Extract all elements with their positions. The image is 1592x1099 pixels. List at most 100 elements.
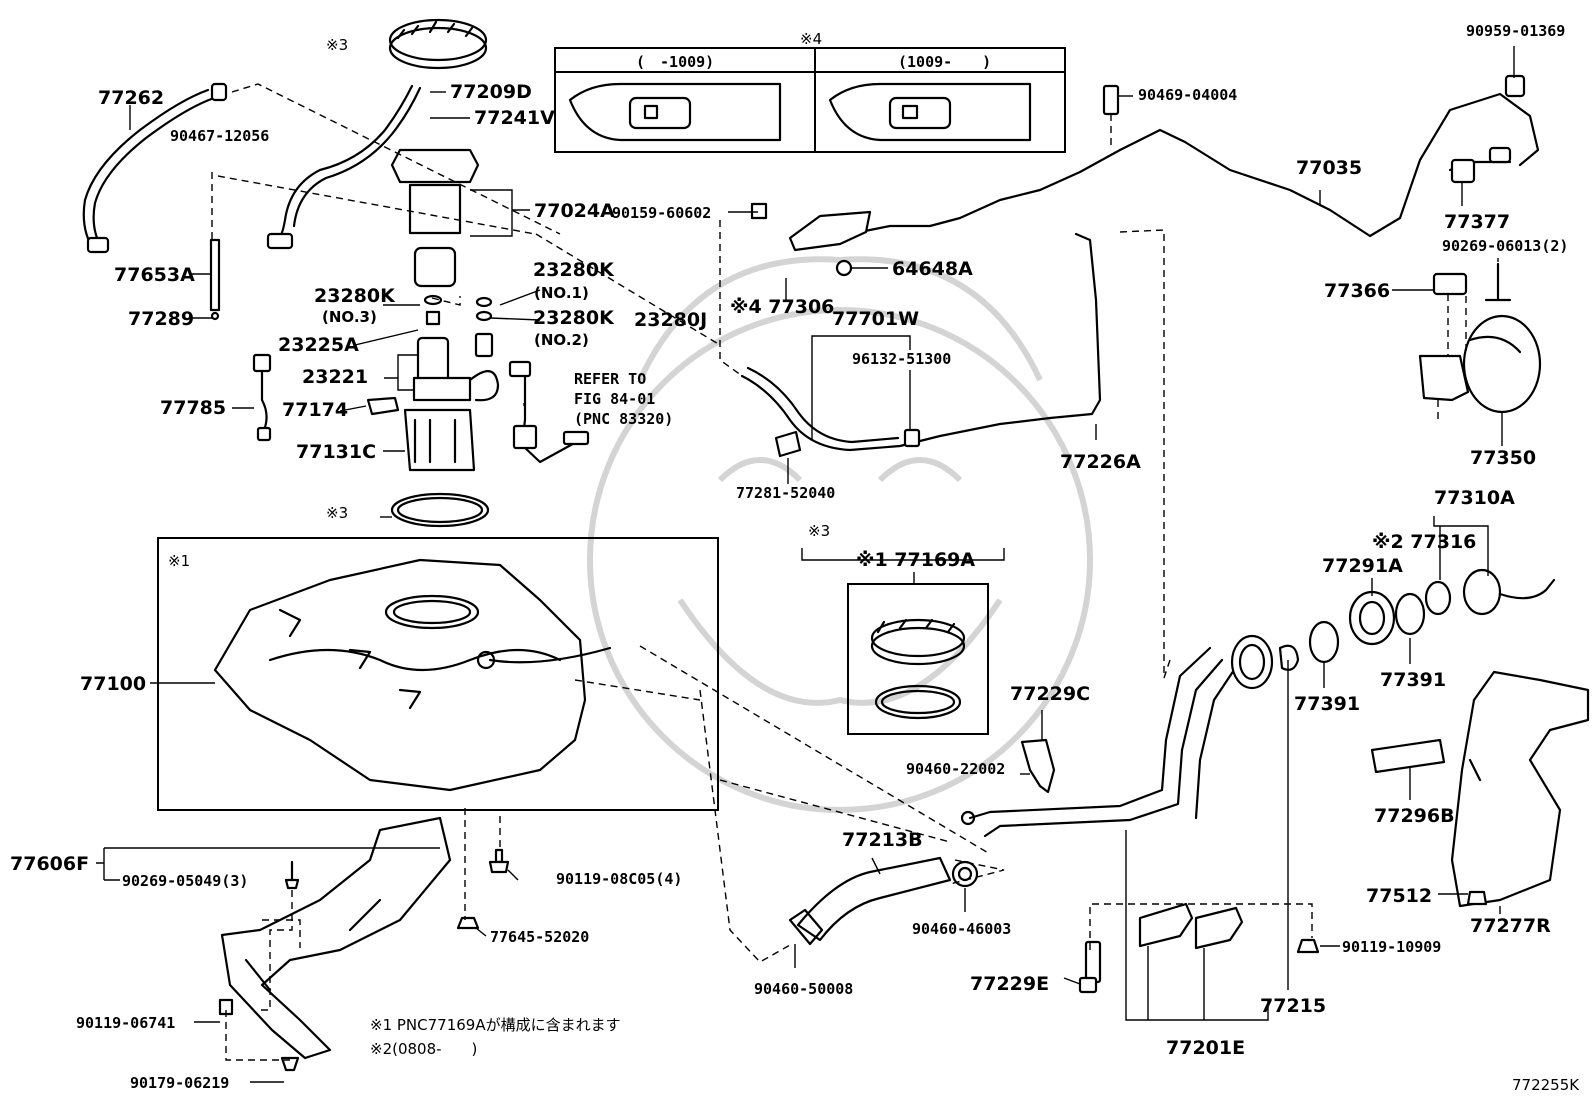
label-77131C[interactable]: 77131C	[296, 441, 376, 463]
fuel-door-77350[interactable]	[1462, 314, 1542, 414]
label-77209D[interactable]: 77209D	[450, 81, 532, 103]
fuel-cap-77310A[interactable]	[1424, 568, 1556, 616]
lock-ring-top[interactable]	[388, 18, 488, 70]
label-77024A[interactable]: 77024A	[534, 200, 615, 222]
label-90159-60602[interactable]: 90159-60602	[612, 204, 711, 222]
footnote-2: ※2(0808- )	[370, 1040, 477, 1058]
label-23221[interactable]: 23221	[302, 366, 368, 388]
label-77241V[interactable]: 77241V	[474, 107, 555, 129]
fuel-pump-sender-top[interactable]	[390, 148, 500, 402]
clip-90469-04004[interactable]	[1102, 84, 1120, 116]
label-90269-06013[interactable]: 90269-06013(2)	[1442, 237, 1568, 255]
label-90460-50008[interactable]: 90460-50008	[754, 980, 853, 998]
label-77291A[interactable]: 77291A	[1322, 555, 1403, 577]
label-77391-left[interactable]: 77391	[1294, 693, 1360, 715]
label-77316[interactable]: ※2 77316	[1372, 531, 1476, 553]
label-23225A[interactable]: 23225A	[278, 334, 359, 356]
fuel-hose-77262[interactable]	[82, 82, 228, 254]
filler-hose-77213B[interactable]	[788, 856, 952, 946]
label-77653A[interactable]: 77653A	[114, 264, 195, 286]
label-77262[interactable]: 77262	[98, 87, 164, 109]
label-90119-10909[interactable]: 90119-10909	[1342, 938, 1441, 956]
harness-77785[interactable]	[252, 353, 272, 442]
sender-gauge[interactable]	[508, 360, 590, 464]
label-no2: (NO.2)	[534, 331, 589, 349]
label-23280J[interactable]: 23280J	[634, 309, 707, 331]
label-77701W[interactable]: 77701W	[832, 308, 919, 330]
opener-lever-77306[interactable]	[750, 202, 872, 277]
clamp-77281[interactable]	[774, 430, 802, 458]
label-77100[interactable]: 77100	[80, 673, 146, 695]
label-77512[interactable]: 77512	[1366, 885, 1432, 907]
label-90460-46003[interactable]: 90460-46003	[912, 920, 1011, 938]
filler-protector-77277R[interactable]	[1450, 670, 1590, 908]
label-77310A[interactable]: 77310A	[1434, 487, 1515, 509]
bolt-90119-10909[interactable]	[1296, 938, 1320, 954]
label-77281-52040[interactable]: 77281-52040	[736, 484, 835, 502]
label-90467-12056[interactable]: 90467-12056	[170, 127, 269, 145]
label-77277R[interactable]: 77277R	[1470, 915, 1551, 937]
fuel-line-77209D[interactable]	[266, 84, 422, 250]
label-96132-51300[interactable]: 96132-51300	[852, 350, 951, 368]
clamps-77201E[interactable]	[1138, 902, 1244, 950]
nut-77512[interactable]	[1466, 890, 1488, 906]
gasket-ring-3[interactable]	[390, 492, 490, 528]
bracket-77296B[interactable]	[1370, 738, 1446, 774]
hose-clamps[interactable]	[951, 810, 979, 888]
clamp-77174[interactable]	[366, 396, 400, 416]
hose-77701W[interactable]	[740, 232, 1102, 452]
label-23280K-no3[interactable]: 23280K	[314, 285, 396, 307]
bracket-77229E[interactable]	[1078, 940, 1102, 994]
footnote-1: ※1 PNC77169Aが構成に含まれます	[370, 1016, 621, 1034]
label-77606F[interactable]: 77606F	[10, 853, 89, 875]
clip-77215[interactable]	[1278, 644, 1300, 671]
part-labels: 77262 90467-12056 77653A 77289 ※3 77209D…	[10, 22, 1580, 1094]
label-77366[interactable]: 77366	[1324, 280, 1390, 302]
label-90179-06219[interactable]: 90179-06219	[130, 1074, 229, 1092]
label-77296B[interactable]: 77296B	[1374, 805, 1455, 827]
label-77306[interactable]: ※4 77306	[730, 296, 834, 318]
label-77169A[interactable]: ※1 77169A	[856, 549, 975, 571]
label-90469-04004[interactable]: 90469-04004	[1138, 86, 1237, 104]
label-77785[interactable]: 77785	[160, 397, 226, 419]
label-90460-22002[interactable]: 90460-22002	[906, 760, 1005, 778]
label-77289[interactable]: 77289	[128, 308, 194, 330]
label-77391-right[interactable]: 77391	[1380, 669, 1446, 691]
label-77377[interactable]: 77377	[1444, 211, 1510, 233]
gasket-77291A[interactable]	[1348, 590, 1396, 646]
label-77215[interactable]: 77215	[1260, 995, 1326, 1017]
opener-cable-77035[interactable]	[858, 74, 1540, 238]
label-77201E[interactable]: 77201E	[1166, 1037, 1245, 1059]
rod-77653A[interactable]	[209, 238, 221, 321]
door-hinge[interactable]	[1418, 262, 1512, 402]
lock-ring-77169A[interactable]	[870, 618, 966, 720]
note-marker-3-top: ※3	[326, 36, 348, 54]
variant-box	[554, 47, 1066, 153]
label-77350[interactable]: 77350	[1470, 447, 1536, 469]
label-90119-08C05[interactable]: 90119-08C05(4)	[556, 870, 682, 888]
refer-line-3: (PNC 83320)	[574, 410, 673, 428]
label-77226A[interactable]: 77226A	[1060, 451, 1141, 473]
label-77645-52020[interactable]: 77645-52020	[490, 928, 589, 946]
range-early: ( -1009)	[636, 53, 714, 71]
note-marker-4-top: ※4	[800, 30, 822, 48]
label-23280K-no1[interactable]: 23280K	[533, 259, 615, 281]
pump-bracket-77131C[interactable]	[403, 408, 476, 472]
fuel-tank-77100[interactable]	[213, 558, 612, 792]
fuel-door-opener-late[interactable]	[828, 82, 1032, 142]
label-90959-01369[interactable]: 90959-01369	[1466, 22, 1565, 40]
label-64648A[interactable]: 64648A	[892, 258, 973, 280]
label-90119-06741[interactable]: 90119-06741	[76, 1014, 175, 1032]
fuel-door-opener-early[interactable]	[568, 82, 782, 142]
bracket-77229C[interactable]	[1020, 738, 1056, 794]
label-77213B[interactable]: 77213B	[842, 829, 923, 851]
label-77035[interactable]: 77035	[1296, 157, 1362, 179]
label-77229E[interactable]: 77229E	[970, 973, 1049, 995]
label-77229C[interactable]: 77229C	[1010, 683, 1090, 705]
label-90269-05049[interactable]: 90269-05049(3)	[122, 872, 248, 890]
note-marker-3-ring: ※3	[326, 504, 348, 522]
label-23280K-no2[interactable]: 23280K	[533, 307, 615, 329]
bolts-bottom-left[interactable]	[218, 848, 510, 1072]
label-77174[interactable]: 77174	[282, 399, 348, 421]
filler-pipe-77201E[interactable]	[968, 634, 1274, 838]
